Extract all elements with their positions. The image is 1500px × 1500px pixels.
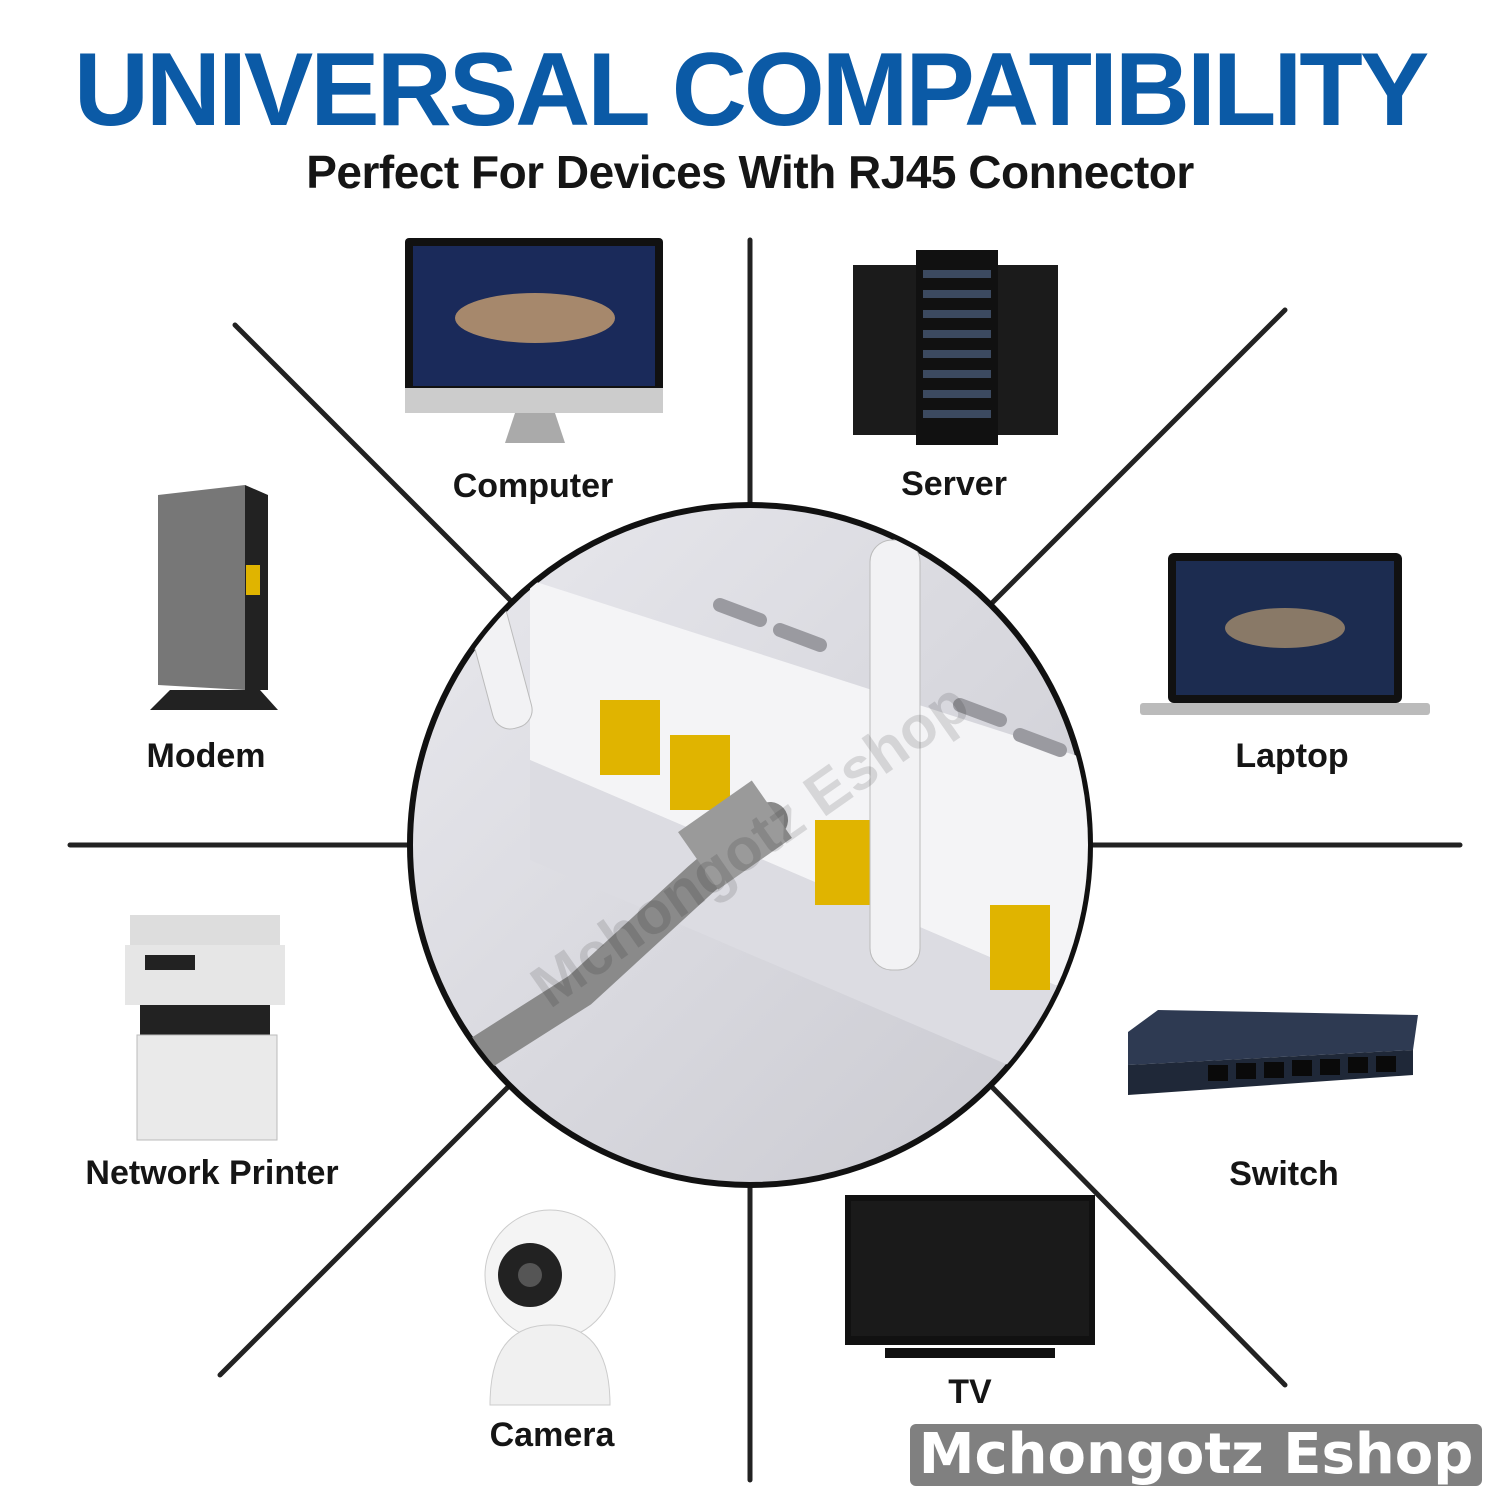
device-label-switch: Switch [1229, 1155, 1339, 1193]
router-image [407, 502, 1093, 1188]
tv-icon [845, 1195, 1095, 1358]
modem-icon [150, 485, 278, 710]
device-label-computer: Computer [452, 467, 614, 505]
shop-watermark-badge: Mchongotz Eshop [910, 1424, 1482, 1486]
page-title: UNIVERSAL COMPATIBILITY [73, 32, 1429, 148]
device-label-camera: Camera [489, 1416, 615, 1454]
device-label-laptop: Laptop [1235, 737, 1349, 775]
page-subtitle: Perfect For Devices With RJ45 Connector [306, 146, 1194, 198]
device-label-network-printer: Network Printer [85, 1154, 339, 1192]
device-label-tv: TV [948, 1373, 992, 1411]
server-rack-icon [853, 250, 1058, 445]
desktop-monitor-icon [405, 238, 663, 443]
device-label-modem: Modem [146, 737, 266, 775]
device-label-server: Server [901, 465, 1007, 503]
network-switch-icon [1128, 1010, 1418, 1095]
laptop-icon [1140, 553, 1430, 715]
printer-icon [125, 915, 285, 1141]
security-camera-icon [484, 1209, 616, 1406]
